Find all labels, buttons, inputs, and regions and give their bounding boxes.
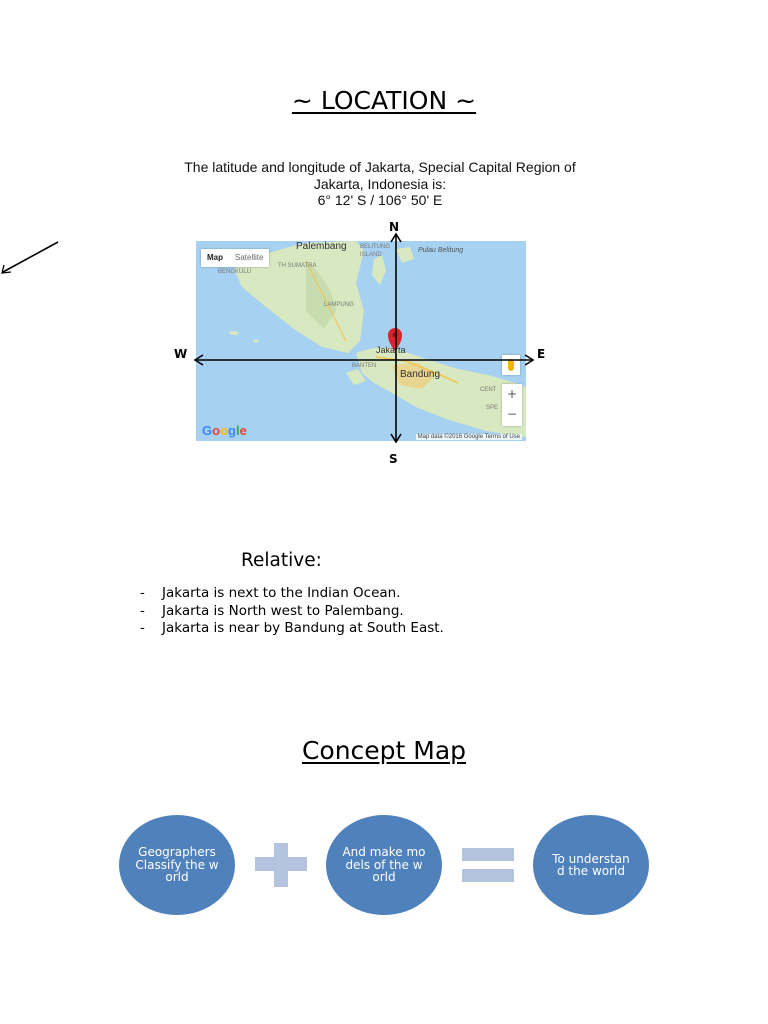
map-label-banten: BANTEN	[352, 363, 377, 369]
map-caption: The latitude and longitude of Jakarta, S…	[150, 159, 610, 209]
zoom-control[interactable]: + −	[502, 384, 522, 426]
relative-list: -Jakarta is next to the Indian Ocean. -J…	[140, 585, 444, 638]
map-terrain	[229, 241, 526, 437]
map-label-bengkulu: BENGKULU	[218, 269, 252, 275]
compass-south: S	[389, 452, 398, 466]
map-label-jakarta: Jakarta	[376, 345, 406, 355]
list-item: -Jakarta is next to the Indian Ocean.	[140, 585, 401, 601]
plus-icon-vertical	[274, 843, 288, 887]
map-view[interactable]: Map Satellite Palembang BELITUNG ISLAND …	[196, 241, 526, 441]
page-title: ~ LOCATION ~	[291, 86, 477, 115]
map-label-central: CENT	[480, 387, 497, 393]
map-label-special: SPE	[486, 405, 499, 411]
compass-east: E	[537, 347, 546, 361]
caption-line-2: Jakarta, Indonesia is:	[313, 175, 447, 192]
concept-node-models: And make models of the world	[326, 815, 442, 915]
tab-map[interactable]: Map	[207, 253, 223, 262]
concept-map-title: Concept Map	[301, 736, 467, 765]
map-label-bandung: Bandung	[400, 369, 441, 380]
pointer-arrow-icon	[1, 241, 59, 274]
map-label-palembang: Palembang	[296, 241, 347, 252]
google-logo: Google	[202, 423, 247, 438]
caption-coordinates: 6° 12' S / 106° 50' E	[317, 192, 443, 208]
compass-axes	[193, 232, 535, 444]
tab-satellite[interactable]: Satellite	[235, 253, 264, 262]
concept-node-understand: To understand the world	[533, 815, 649, 915]
zoom-in-button[interactable]: +	[506, 387, 518, 401]
map-label-pulau-belitung: Pulau Belitung	[418, 247, 464, 254]
map-label-sumatra: TH SUMATRA	[278, 263, 317, 269]
compass-north: N	[389, 220, 400, 234]
compass-west: W	[174, 347, 188, 361]
list-item: -Jakarta is near by Bandung at South Eas…	[140, 620, 444, 636]
caption-line-1: The latitude and longitude of Jakarta, S…	[184, 159, 576, 175]
map-attribution[interactable]: Map data ©2016 Google Terms of Use	[415, 434, 522, 440]
map-label-lampung: LAMPUNG	[324, 302, 354, 308]
equals-icon	[462, 848, 514, 861]
map-type-toggle[interactable]: Map Satellite	[201, 249, 270, 267]
concept-node-classify: Geographers Classify the world	[119, 815, 235, 915]
zoom-out-button[interactable]: −	[506, 407, 518, 421]
equals-icon-lower	[462, 869, 514, 882]
map-label-belitung-island: BELITUNG ISLAND	[360, 244, 391, 258]
relative-heading: Relative:	[241, 550, 322, 571]
list-item: -Jakarta is North west to Palembang.	[140, 602, 404, 619]
